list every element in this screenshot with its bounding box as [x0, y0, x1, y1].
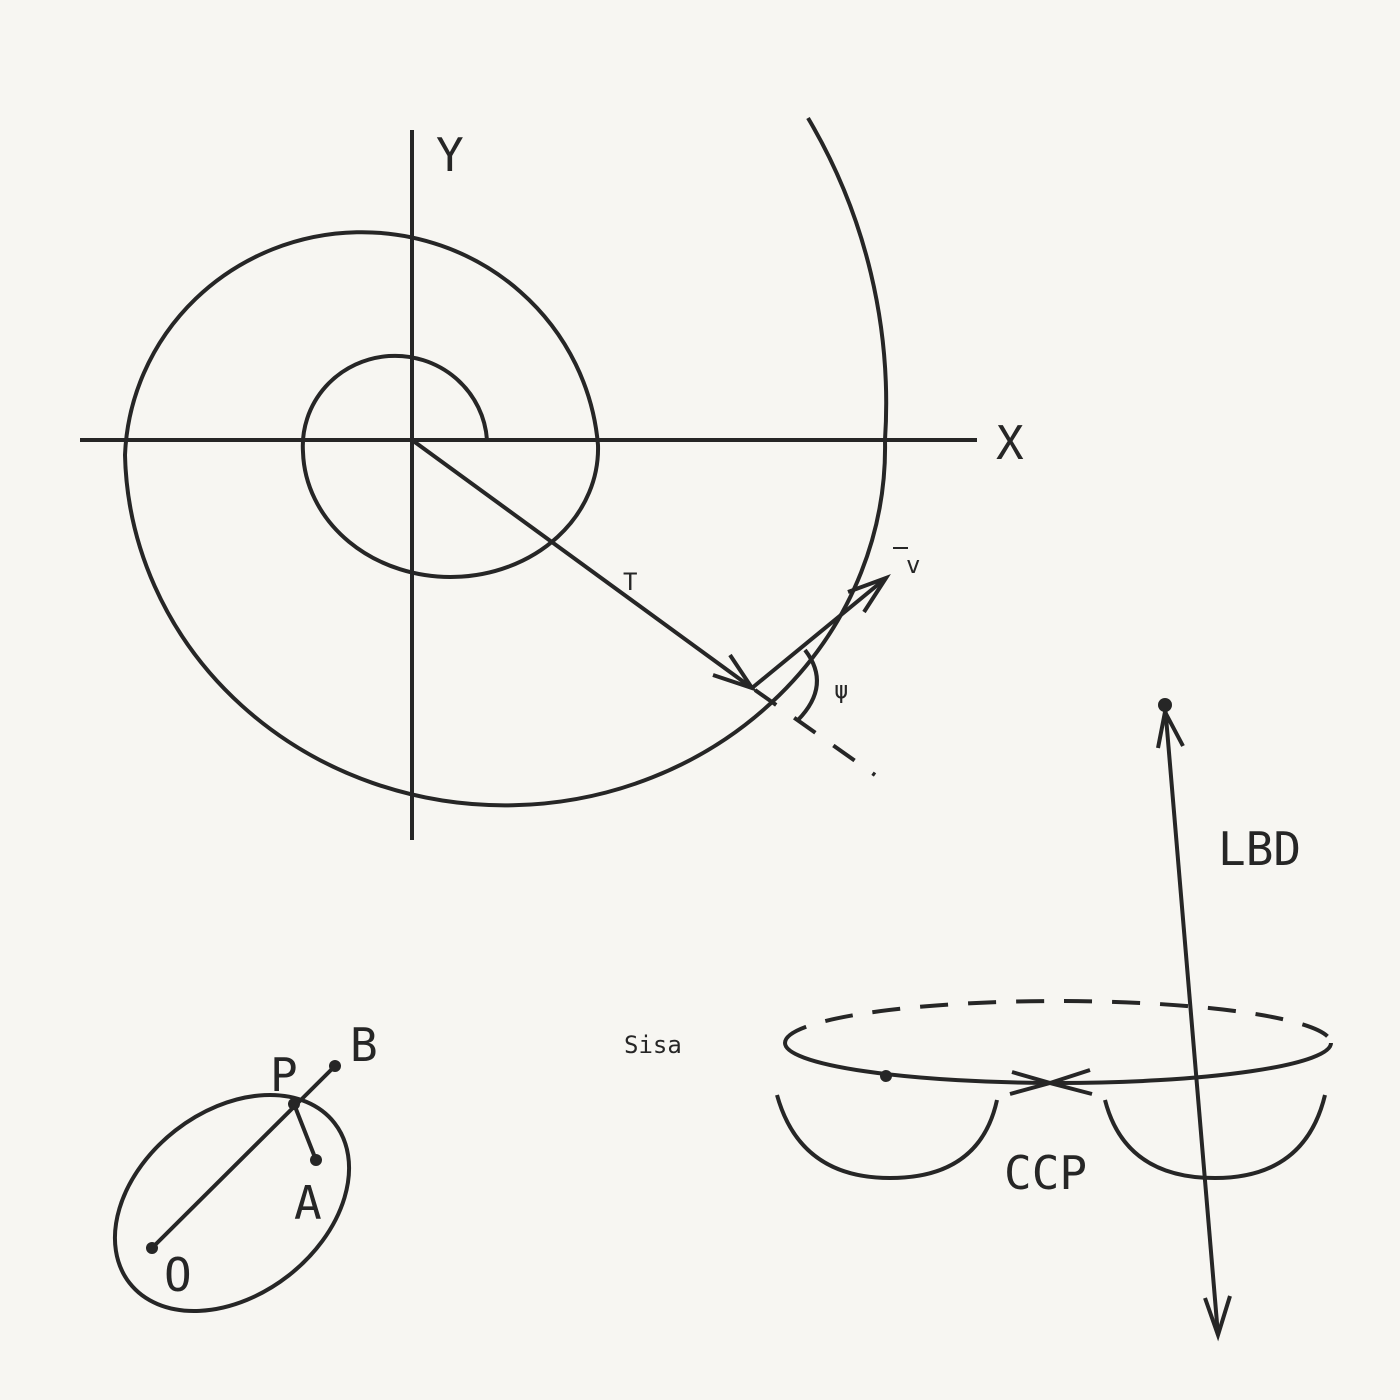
line-p-a: [292, 1103, 318, 1161]
point-p-label: P: [270, 1048, 298, 1102]
point-a-label: A: [294, 1176, 322, 1230]
angle-arc: [796, 648, 819, 722]
x-axis-label: X: [996, 416, 1024, 470]
velocity-label: v: [906, 551, 921, 579]
point-p: [288, 1098, 300, 1110]
velocity-vector: [750, 576, 888, 690]
radius-label: T: [623, 568, 638, 596]
lbd-label: LBD: [1218, 822, 1302, 876]
radius-vector: [410, 438, 754, 690]
lbd-down-arrowhead: [1203, 1295, 1232, 1342]
lbd-line: [1163, 704, 1220, 1336]
point-b: [329, 1060, 341, 1072]
sisa-label: Sisa: [624, 1031, 682, 1059]
radius-extension-dashed: [753, 688, 877, 777]
ccp-label: CCP: [1004, 1146, 1088, 1200]
velocity-arrowhead: [847, 574, 891, 614]
lbd-up-arrowhead: [1156, 706, 1185, 749]
point-o-label: O: [164, 1248, 192, 1302]
point-o: [146, 1242, 158, 1254]
angle-label: ψ: [834, 676, 849, 704]
ring-back-dashed: [783, 999, 1333, 1044]
cup-left: [775, 1094, 999, 1181]
ring-point: [880, 1070, 892, 1082]
cup-right: [1103, 1094, 1327, 1181]
ring-crossing-marks-2: [1042, 1068, 1093, 1096]
y-axis-label: Y: [436, 128, 464, 182]
orbit-ellipse: [112, 1093, 352, 1313]
ring-front: [783, 1042, 1333, 1085]
point-b-label: B: [350, 1018, 378, 1072]
lbd-point: [1158, 698, 1172, 712]
point-a: [310, 1154, 322, 1166]
line-o-b: [150, 1064, 337, 1250]
